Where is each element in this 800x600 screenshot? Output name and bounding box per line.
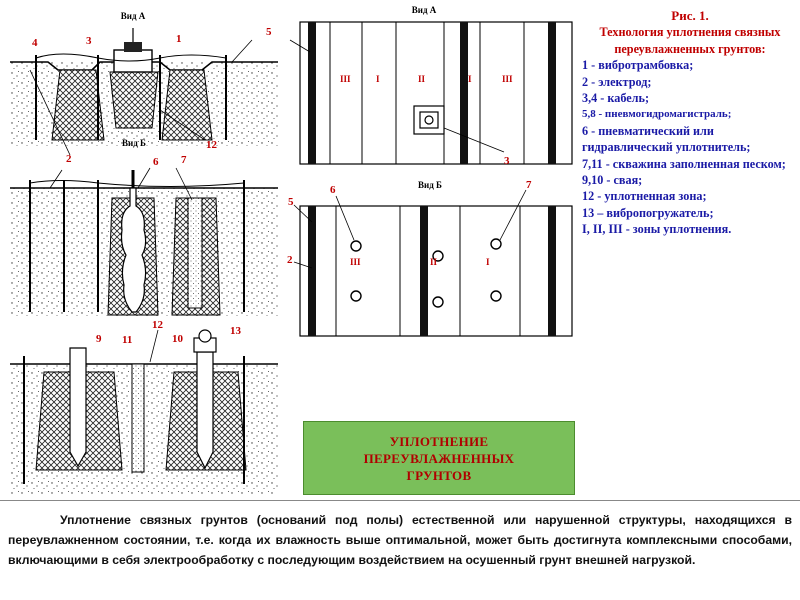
divider [0, 500, 800, 501]
plan-label-3: 3 [504, 155, 510, 167]
zone-iii-left: III [340, 74, 351, 84]
plan-label-6: 6 [330, 184, 336, 196]
zone-i-left: I [376, 74, 380, 84]
section-pneumatic: Вид Б 6 7 [10, 138, 278, 316]
view-b-label: Вид Б [122, 138, 146, 148]
pile-10 [196, 351, 214, 470]
section-piles: 12 9 11 10 13 [10, 319, 278, 494]
label-9: 9 [96, 333, 102, 345]
legend-item: 1 - вибротрамбовка; [582, 58, 694, 73]
pile-9 [69, 347, 87, 468]
figure-number: Рис. 1. [671, 8, 709, 23]
plan-b-zone-iii: III [350, 257, 361, 267]
label-5: 5 [266, 26, 272, 38]
plan-label-2: 2 [287, 254, 293, 266]
legend-item: 12 - уплотненная зона; [582, 189, 707, 204]
technology-diagram: Вид А 4 3 1 5 12 2 Вид Б 6 7 [10, 5, 573, 494]
caption-title: Рис. 1. Технология уплотнения связных пе… [582, 8, 798, 57]
plan-b-view-label: Вид Б [418, 180, 442, 190]
plan-b-zone-ii: II [430, 257, 438, 267]
label-2: 2 [66, 153, 72, 165]
label-6: 6 [153, 156, 159, 168]
figure-title: Технология уплотнения связных переувлажн… [599, 25, 781, 56]
label-7: 7 [181, 154, 187, 166]
title-banner: УПЛОТНЕНИЕ ПЕРЕУВЛАЖНЕННЫХ ГРУНТОВ [303, 421, 575, 495]
legend-list: 1 - вибротрамбовка; 2 - электрод; 3,4 - … [582, 57, 798, 237]
figure-caption: Рис. 1. Технология уплотнения связных пе… [582, 8, 798, 238]
legend-item: 2 - электрод; [582, 74, 652, 89]
section-vibrotamping: Вид А 4 3 1 5 12 2 [10, 11, 278, 165]
label-12b: 12 [152, 319, 164, 331]
legend-item: 13 – вибропогружатель; [582, 205, 714, 220]
label-11: 11 [122, 334, 132, 346]
banner-text: УПЛОТНЕНИЕ ПЕРЕУВЛАЖНЕННЫХ ГРУНТОВ [363, 433, 515, 483]
plan-label-5: 5 [288, 196, 294, 208]
zone-iii-right: III [502, 74, 513, 84]
legend-item: 9,10 - свая; [582, 173, 643, 188]
label-4: 4 [32, 37, 38, 49]
legend-item: 7,11 - скважина заполненная песком; [582, 156, 786, 171]
label-3: 3 [86, 35, 92, 47]
zone-i-right: I [468, 74, 472, 84]
view-a-label: Вид А [121, 11, 146, 21]
label-1: 1 [176, 33, 182, 45]
legend-item: 5,8 - пневмогидромагистраль; [582, 108, 732, 121]
legend-item: 6 - пневматический или гидравлический уп… [582, 123, 751, 155]
label-10: 10 [172, 333, 184, 345]
legend-item: 3,4 - кабель; [582, 91, 650, 106]
plan-a-view-label: Вид А [412, 5, 437, 15]
zone-ii: II [418, 74, 426, 84]
label-12: 12 [206, 139, 218, 151]
label-13: 13 [230, 325, 242, 337]
legend-item: I, II, III - зоны уплотнения. [582, 222, 732, 237]
plan-b-zone-i: I [486, 257, 490, 267]
plan-label-7: 7 [526, 179, 532, 191]
description-paragraph: Уплотнение связных грунтов (оснований по… [8, 513, 792, 567]
plan-view-a: Вид А III I II I III 3 [289, 5, 573, 167]
plan-view-b: Вид Б 6 7 5 2 III II I [287, 179, 573, 337]
